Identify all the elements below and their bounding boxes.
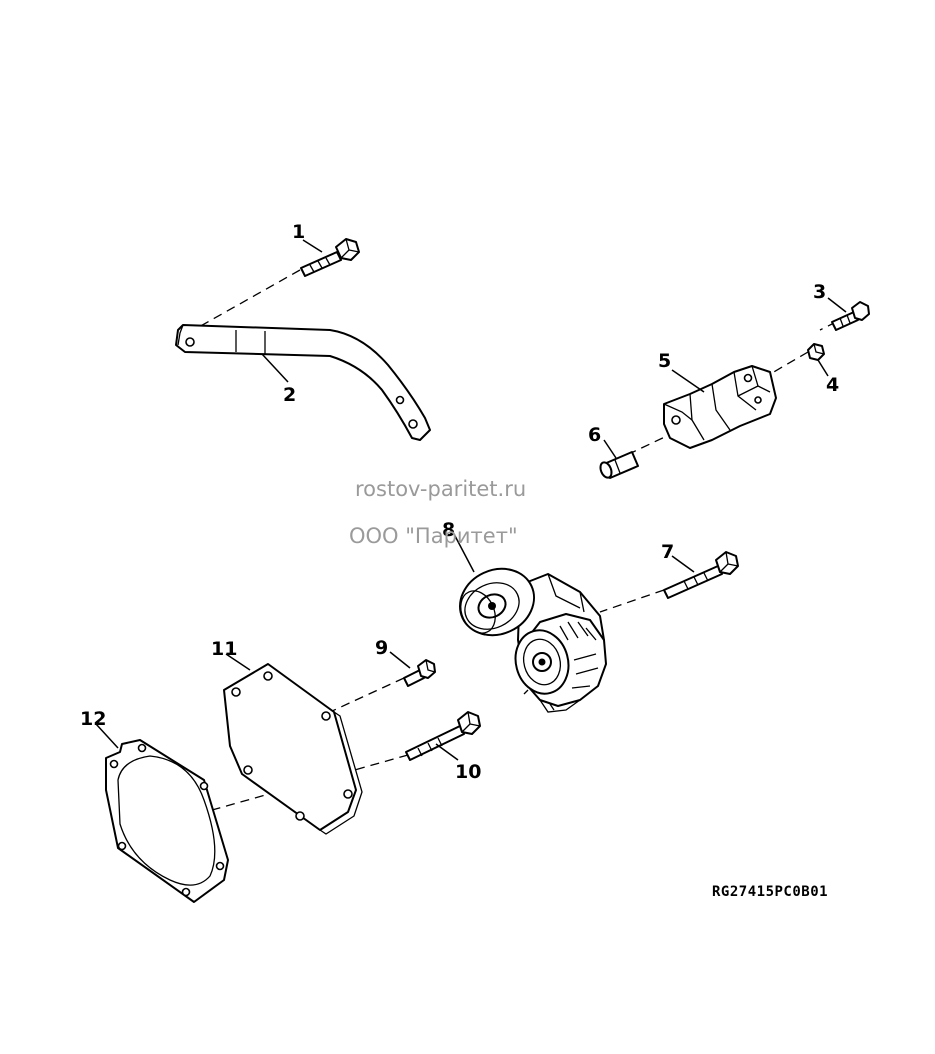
part-10-long-cap-screw <box>405 711 481 761</box>
part-3-cap-screw <box>831 301 870 331</box>
callout-12: 12 <box>80 708 106 730</box>
callout-2: 2 <box>283 384 296 406</box>
watermark: rostov-paritet.ru ООО "Паритет" <box>349 477 526 548</box>
callouts: 1 2 3 4 5 6 7 8 9 10 11 12 <box>80 221 839 783</box>
part-2-bracket <box>175 324 431 441</box>
drawing-code: RG27415PC0B01 <box>712 884 828 900</box>
callout-1: 1 <box>292 221 305 243</box>
part-1-cap-screw <box>300 238 360 277</box>
part-11-cover-plate <box>223 663 363 835</box>
part-4-spacer <box>807 343 825 361</box>
leader-lines <box>95 239 847 761</box>
callout-11: 11 <box>211 638 237 660</box>
part-12-gasket <box>105 739 229 903</box>
part-9-cap-screw <box>403 659 436 687</box>
part-6-dowel-pin <box>599 451 639 479</box>
callout-5: 5 <box>658 350 671 372</box>
watermark-company: ООО "Паритет" <box>349 524 518 548</box>
callout-9: 9 <box>375 637 388 659</box>
callout-10: 10 <box>455 761 481 783</box>
callout-6: 6 <box>588 424 601 446</box>
callout-4: 4 <box>826 374 839 396</box>
part-5-mounting-bracket <box>663 365 777 449</box>
callout-7: 7 <box>661 541 674 563</box>
part-8-belt-tensioner <box>459 567 607 713</box>
callout-3: 3 <box>813 281 826 303</box>
part-7-long-cap-screw <box>663 551 739 599</box>
watermark-site: rostov-paritet.ru <box>355 477 526 501</box>
callout-8: 8 <box>442 519 455 541</box>
